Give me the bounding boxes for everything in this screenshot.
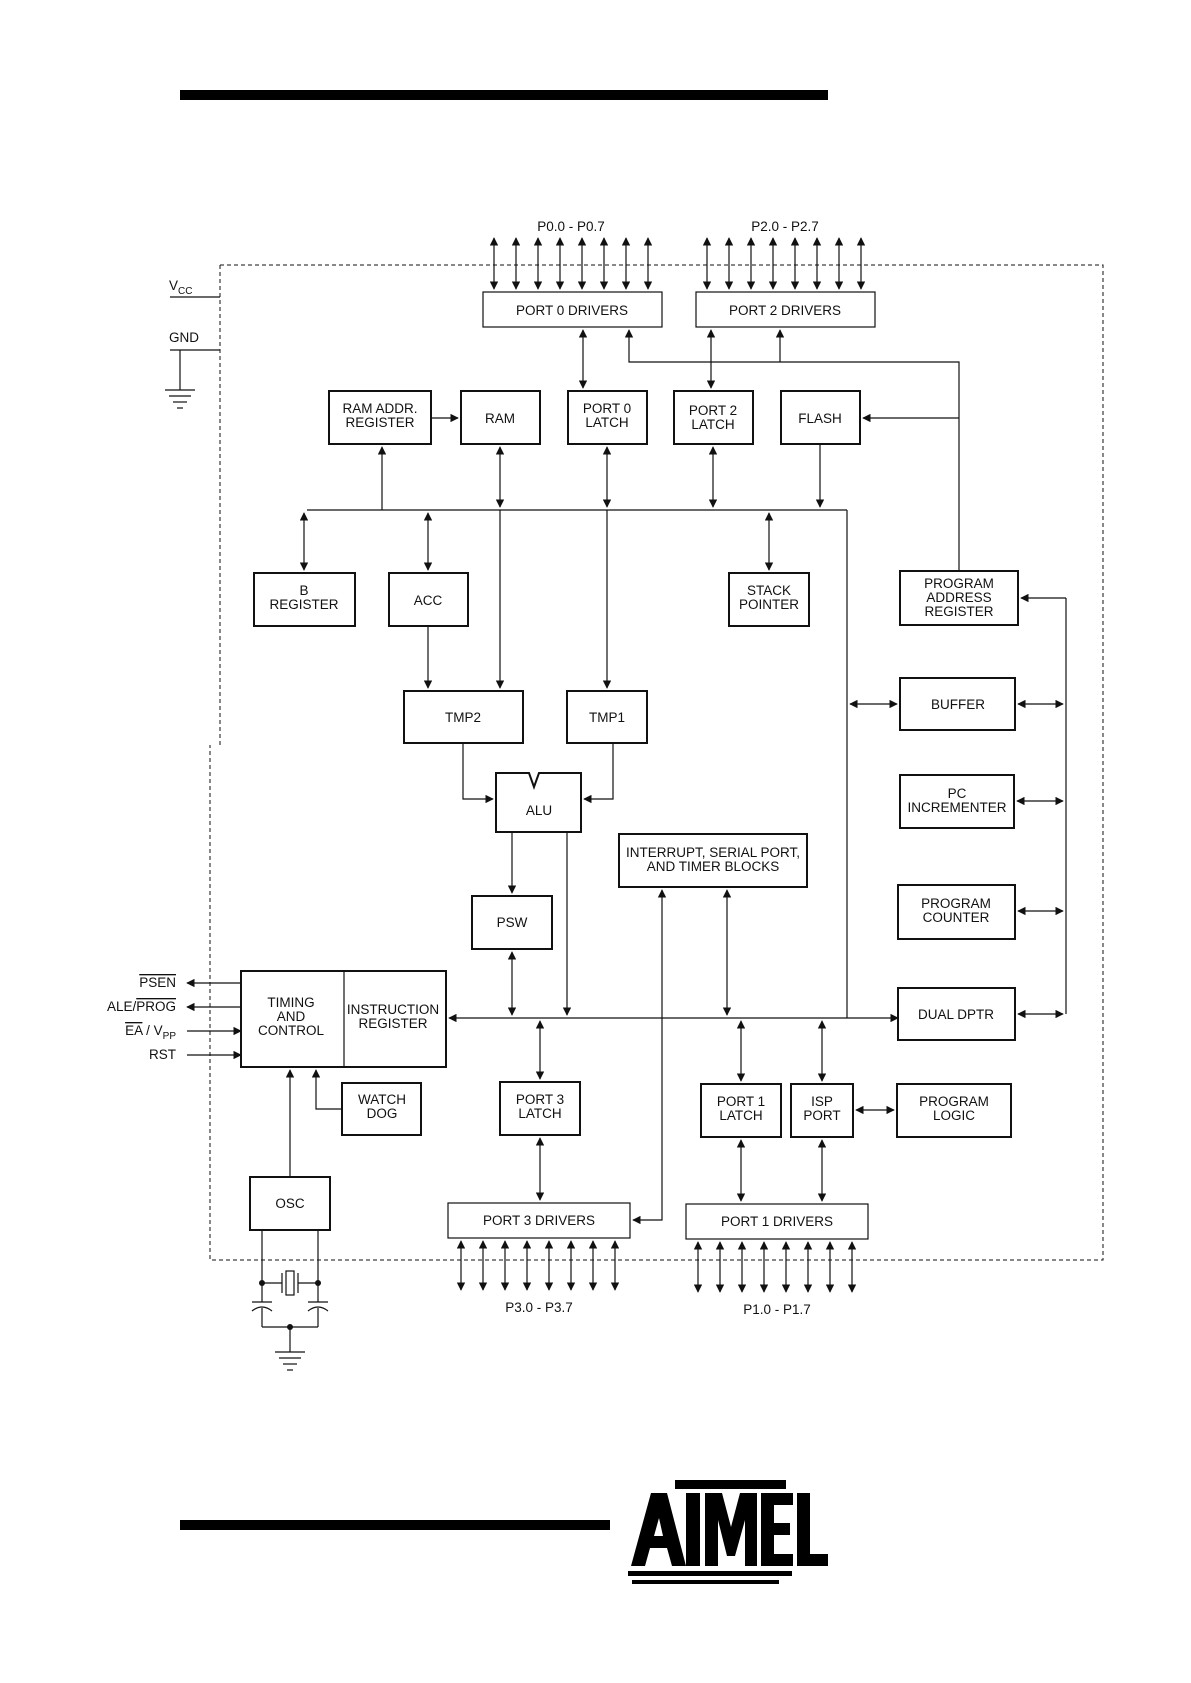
pc-incrementer-label: INCREMENTER (907, 800, 1006, 815)
port1-latch-label: LATCH (719, 1108, 762, 1123)
program-address-register-label: ADDRESS (926, 590, 991, 605)
osc-block (249, 1176, 331, 1231)
timing-control-label: TIMING (267, 995, 314, 1010)
instruction-register-label: REGISTER (358, 1016, 427, 1031)
stack-pointer-block (728, 572, 810, 627)
alu-block (495, 772, 582, 833)
rst-label: RST (149, 1047, 176, 1062)
port-pin-arrows-bottom (456, 1240, 857, 1293)
tmp2-block (403, 690, 524, 744)
port0-latch-block (567, 390, 648, 445)
port3-latch-block (499, 1081, 581, 1136)
port3-drivers-label: PORT 3 DRIVERS (483, 1213, 595, 1228)
psw-label: PSW (497, 915, 528, 930)
port2-latch-label: LATCH (691, 417, 734, 432)
interrupt-serial-timer-label: AND TIMER BLOCKS (647, 859, 780, 874)
stack-pointer-label: STACK (747, 583, 791, 598)
program-counter-label: COUNTER (923, 910, 990, 925)
gnd-label: GND (169, 330, 199, 345)
buffer-block (899, 677, 1016, 731)
interrupt-serial-timer-label: INTERRUPT, SERIAL PORT, (626, 845, 800, 860)
isp-port-block (790, 1083, 854, 1138)
port0-drivers-label: PORT 0 DRIVERS (516, 303, 628, 318)
port2-pin-range: P2.0 - P2.7 (751, 219, 819, 234)
bus-connections (285, 329, 1067, 1225)
port3-latch-label: LATCH (518, 1106, 561, 1121)
buffer-label: BUFFER (931, 697, 985, 712)
ram-block (460, 390, 541, 445)
pc-incrementer-block (899, 774, 1015, 829)
instruction-register-label: INSTRUCTION (347, 1002, 439, 1017)
tmp1-block (566, 690, 648, 744)
osc-label: OSC (275, 1196, 305, 1211)
isp-port-label: PORT (803, 1108, 840, 1123)
program-counter-block (897, 884, 1016, 940)
ground-icon (165, 389, 195, 409)
program-logic-label: LOGIC (933, 1108, 975, 1123)
timing-control-label: AND (277, 1009, 306, 1024)
isp-port-label: ISP (811, 1094, 833, 1109)
psw-block (471, 895, 553, 950)
crystal-oscillator-circuit (251, 1230, 329, 1352)
port1-drivers-block (685, 1203, 869, 1240)
port3-drivers-block (447, 1202, 631, 1239)
ea-vpp-label: EA / VPP (125, 1023, 176, 1042)
tmp2-label: TMP2 (445, 710, 481, 725)
ground-icon (275, 1351, 305, 1371)
b-register-label: REGISTER (269, 597, 338, 612)
port0-pin-range: P0.0 - P0.7 (537, 219, 605, 234)
port2-latch-block (673, 390, 754, 445)
port1-drivers-label: PORT 1 DRIVERS (721, 1214, 833, 1229)
port1-pin-range: P1.0 - P1.7 (743, 1302, 811, 1317)
port1-latch-label: PORT 1 (717, 1094, 765, 1109)
program-logic-label: PROGRAM (919, 1094, 989, 1109)
alu-label: ALU (526, 803, 552, 818)
port2-drivers-label: PORT 2 DRIVERS (729, 303, 841, 318)
watchdog-block (341, 1082, 422, 1136)
watchdog-label: DOG (367, 1106, 398, 1121)
port0-latch-label: PORT 0 (583, 401, 631, 416)
supply-pins: VCC GND (169, 278, 220, 390)
program-address-register-label: REGISTER (924, 604, 993, 619)
port3-pin-range: P3.0 - P3.7 (505, 1300, 573, 1315)
psen-label: PSEN (139, 975, 176, 990)
svg-text:VCC: VCC (169, 278, 192, 297)
port0-latch-label: LATCH (585, 415, 628, 430)
dual-dptr-label: DUAL DPTR (918, 1007, 994, 1022)
program-counter-label: PROGRAM (921, 896, 991, 911)
pc-incrementer-label: PC (948, 786, 967, 801)
port2-latch-label: PORT 2 (689, 403, 737, 418)
port2-drivers-block (695, 291, 876, 328)
header-rule (180, 90, 828, 100)
atmel-logo (628, 1480, 828, 1584)
program-address-register-label: PROGRAM (924, 576, 994, 591)
acc-label: ACC (414, 593, 443, 608)
b-register-block (253, 572, 356, 627)
stack-pointer-label: POINTER (739, 597, 799, 612)
port1-latch-block (700, 1083, 782, 1138)
ram-addr-register-label: REGISTER (345, 415, 414, 430)
interrupt-serial-timer-block (618, 833, 808, 888)
timing-control-label: CONTROL (258, 1023, 324, 1038)
footer-rule (180, 1520, 610, 1530)
dual-dptr-block (897, 987, 1016, 1041)
tmp1-label: TMP1 (589, 710, 625, 725)
ram-label: RAM (485, 411, 515, 426)
ale-prog-label: ALE/PROG (107, 999, 176, 1014)
b-register-label: B (299, 583, 308, 598)
program-logic-block (896, 1083, 1012, 1138)
ram-addr-register-label: RAM ADDR. (342, 401, 417, 416)
flash-label: FLASH (798, 411, 842, 426)
port3-latch-label: PORT 3 (516, 1092, 564, 1107)
flash-block (780, 390, 861, 445)
watchdog-label: WATCH (358, 1092, 406, 1107)
control-pins: PSEN ALE/PROG EA / VPP RST (107, 975, 242, 1062)
port0-drivers-block (482, 291, 663, 328)
ram-addr-register-block (328, 390, 432, 445)
port-pin-arrows-top (489, 237, 866, 290)
